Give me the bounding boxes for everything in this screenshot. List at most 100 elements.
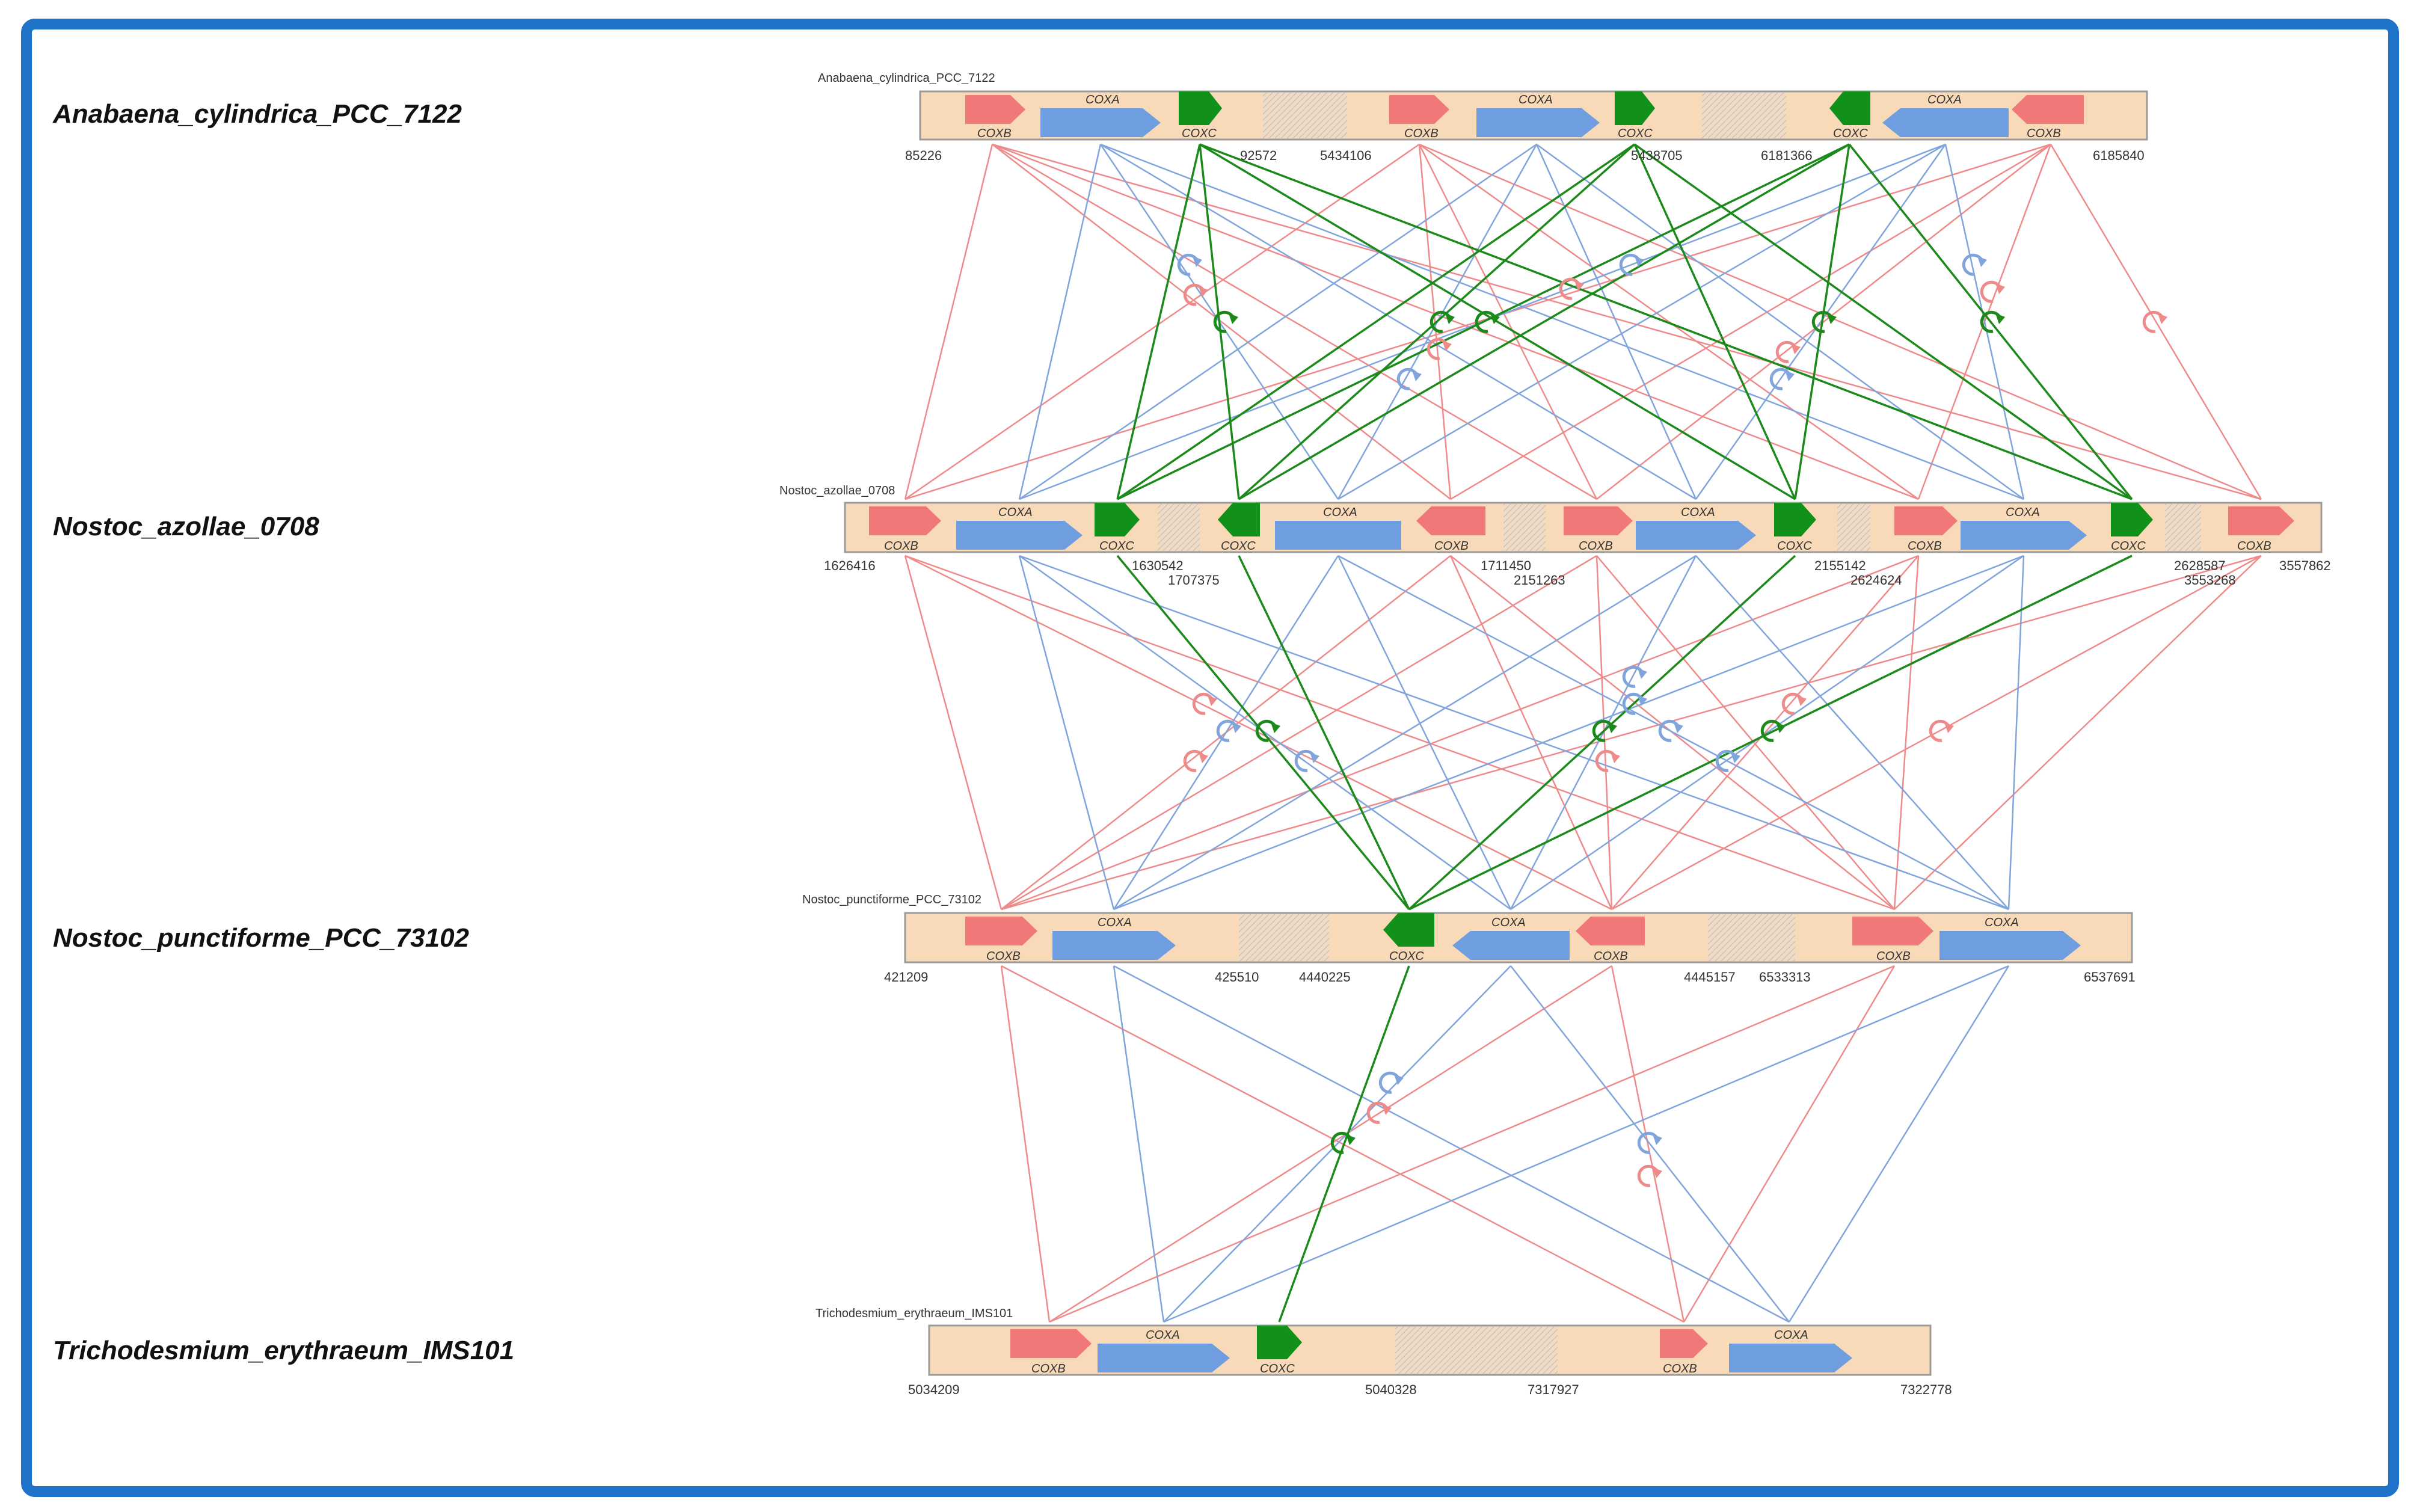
synteny-link-cox-a — [1100, 143, 2024, 500]
synteny-link-cox-c — [1408, 555, 1796, 911]
gene-label: COXC — [1389, 950, 1424, 963]
synteny-link-cox-c — [1408, 555, 2133, 911]
gap-region — [1837, 504, 1870, 551]
coord-label: 92572 — [1240, 148, 1277, 163]
inversion-marker-arrowhead — [1229, 313, 1238, 324]
coord-label: 7322778 — [1900, 1382, 1952, 1397]
synteny-link-cox-b — [1418, 144, 1452, 500]
inversion-marker-arrowhead — [1232, 722, 1241, 733]
synteny-link-cox-c — [1199, 143, 1796, 500]
gene-cox-b — [2012, 95, 2084, 124]
synteny-link-cox-a — [1019, 555, 2009, 911]
gene-cox-c — [1218, 503, 1260, 536]
track-nostoc-punctiforme: Nostoc_punctiforme_PCC_73102 COXB COXA C… — [802, 893, 2136, 985]
synteny-link-cox-c — [1278, 965, 1410, 1323]
inversion-marker-arrowhead — [1608, 722, 1617, 733]
inversion-marker-arrowhead — [1977, 256, 1987, 267]
gene-label: COXA — [1774, 1329, 1808, 1342]
gene-label: COXC — [1777, 539, 1812, 553]
synteny-link-cox-a — [1337, 143, 1946, 500]
synteny-link-cox-a — [1100, 143, 1697, 500]
coord-label: 6533313 — [1759, 970, 1811, 985]
synteny-link-cox-a — [1113, 965, 1790, 1323]
gene-label: COXA — [1927, 93, 1962, 106]
gene-cox-c — [1257, 1326, 1302, 1359]
synteny-link-cox-b — [1611, 555, 1919, 910]
synteny-link-cox-b — [1001, 965, 1684, 1323]
gene-label: COXC — [1182, 127, 1217, 140]
gene-label: COXA — [1098, 916, 1132, 929]
inversion-marker-arrowhead — [1394, 1074, 1404, 1085]
inversion-marker-arrowhead — [1199, 286, 1208, 297]
coord-label: 2624624 — [1850, 573, 1902, 588]
synteny-link-cox-a — [1510, 965, 1790, 1323]
gene-cox-a — [1052, 931, 1176, 960]
gap-region — [1702, 93, 1786, 138]
synteny-link-cox-a — [1695, 144, 1947, 500]
inversion-marker-arrowhead — [1310, 752, 1319, 763]
track-name-anabaena: Anabaena_cylindrica_PCC_7122 — [818, 72, 995, 85]
genome-name-nostoc-azollae: Nostoc_azollae_0708 — [53, 512, 319, 541]
gene-cox-b — [1852, 917, 1933, 945]
inversion-marker-arrowhead — [1346, 1134, 1356, 1145]
synteny-link-cox-b — [992, 143, 1597, 500]
gene-cox-b — [965, 917, 1037, 945]
gene-cox-a — [1452, 931, 1570, 960]
gene-cox-c — [1179, 91, 1222, 125]
inversion-marker-arrowhead — [1199, 752, 1208, 763]
gene-cox-a — [1939, 931, 2081, 960]
synteny-link-cox-b — [1596, 144, 2051, 500]
gene-label: COXB — [1579, 539, 1613, 553]
synteny-link-cox-a — [1018, 144, 1102, 500]
gene-label: COXC — [1099, 539, 1134, 553]
track-name-trichodesmium: Trichodesmium_erythraeum_IMS101 — [815, 1307, 1013, 1320]
synteny-link-cox-a — [2007, 555, 2025, 910]
gene-cox-a — [1275, 521, 1401, 550]
track-nostoc-azollae: Nostoc_azollae_0708 COXB COXA COXC COXC … — [779, 484, 2331, 588]
synteny-link-cox-a — [1018, 555, 1115, 910]
inversion-marker-arrowhead — [1776, 722, 1786, 733]
synteny-link-cox-a — [1163, 965, 1511, 1323]
gene-cox-c — [1774, 503, 1816, 536]
gene-label: COXB — [884, 539, 918, 553]
gene-label: COXB — [1876, 950, 1911, 963]
gene-cox-c — [1383, 913, 1434, 947]
gene-label: COXB — [977, 127, 1012, 140]
gene-label: COXB — [1908, 539, 1942, 553]
gene-cox-b — [2228, 506, 2294, 535]
inversion-marker-arrowhead — [1412, 370, 1422, 381]
inversion-marker-arrowhead — [1271, 722, 1280, 733]
synteny-link-cox-c — [1633, 143, 2133, 500]
synteny-link-cox-b — [992, 143, 1919, 500]
gene-cox-a — [1882, 108, 2009, 137]
gene-cox-b — [1416, 506, 1485, 535]
gene-cox-b — [1894, 506, 1958, 535]
gap-region — [1503, 504, 1546, 551]
genome-name-anabaena: Anabaena_cylindrica_PCC_7122 — [52, 99, 462, 129]
gene-cox-c — [1829, 91, 1870, 125]
gene-label: COXA — [2006, 506, 2040, 519]
gene-cox-a — [1636, 521, 1756, 550]
synteny-link-cox-c — [1116, 555, 1410, 911]
coord-label: 4445157 — [1684, 970, 1736, 985]
coord-label: 3553268 — [2184, 573, 2236, 588]
synteny-link-cox-a — [1788, 965, 2010, 1323]
synteny-link-cox-c — [1794, 144, 1850, 500]
inversion-marker-arrowhead — [1382, 1104, 1392, 1115]
track-name-nostoc-azollae: Nostoc_azollae_0708 — [779, 484, 895, 497]
gene-label: COXB — [1663, 1362, 1697, 1375]
gap-region — [1395, 1327, 1558, 1374]
inversion-marker-arrowhead — [1635, 256, 1644, 267]
coord-label: 4440225 — [1299, 970, 1351, 985]
synteny-link-cox-a — [1535, 144, 1697, 500]
gene-label: COXA — [998, 506, 1033, 519]
coord-label: 1626416 — [824, 558, 876, 573]
synteny-link-cox-b — [1419, 143, 2262, 500]
gene-label: COXA — [1146, 1329, 1180, 1342]
synteny-link-cox-b — [1450, 143, 2051, 500]
coord-label: 5040328 — [1365, 1382, 1417, 1397]
synteny-link-cox-b — [1611, 965, 1685, 1323]
coord-label: 2155142 — [1814, 558, 1866, 573]
gap-region — [1158, 504, 1200, 551]
inversion-marker-arrowhead — [1797, 695, 1807, 706]
